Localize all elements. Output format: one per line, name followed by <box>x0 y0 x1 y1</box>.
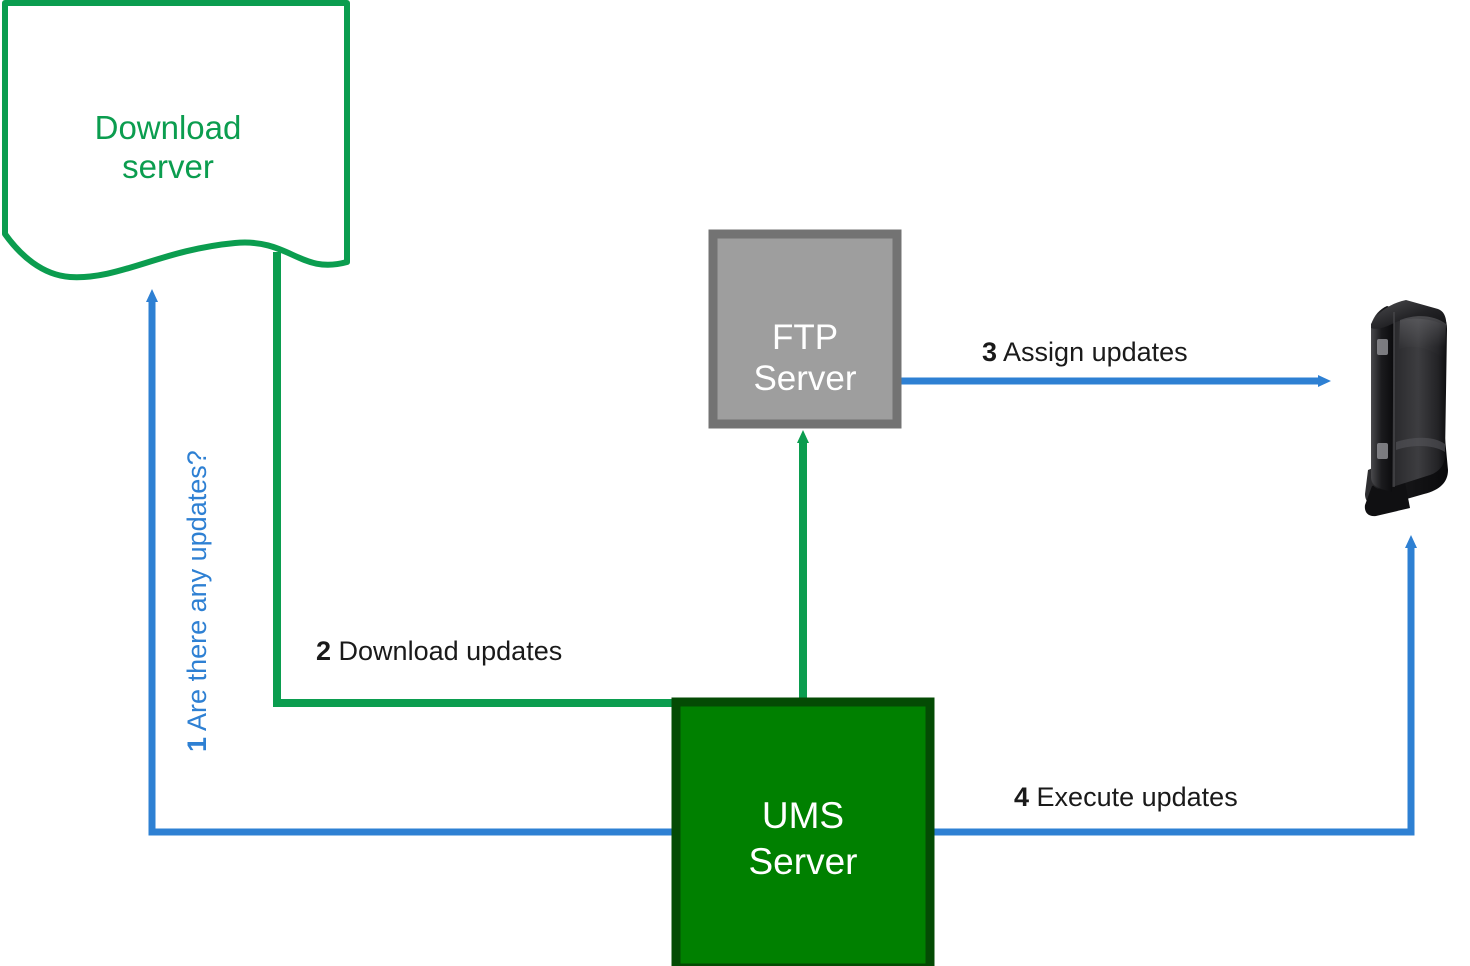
download-server-label-line2: server <box>122 148 214 185</box>
ftp-server-label-line2: Server <box>753 359 856 398</box>
flow-1-label: 1 Are there any updates? <box>182 450 212 752</box>
node-ums-server[interactable]: UMS Server <box>671 697 935 966</box>
flow-3-number: 3 <box>982 337 997 367</box>
flow-1-arrow <box>146 289 803 836</box>
flow-1-text: Are there any updates? <box>182 450 212 731</box>
flow-3-label-group: 3 Assign updates <box>982 337 1188 367</box>
ums-server-shape <box>671 697 935 966</box>
node-thin-client[interactable] <box>1364 300 1448 517</box>
ums-server-label-line1: UMS <box>762 795 844 836</box>
ums-server-label-line2: Server <box>749 841 858 882</box>
ftp-server-label-line1: FTP <box>772 318 838 357</box>
download-server-label-line1: Download <box>95 109 242 146</box>
flow-2-label-group: 2 Download updates <box>316 636 562 666</box>
flow-2-number: 2 <box>316 636 331 666</box>
flow-4-arrow <box>930 535 1417 836</box>
flow-4-label: 4 Execute updates <box>1014 782 1238 812</box>
flow-2-label: 2 Download updates <box>316 636 562 666</box>
flow-4-text: Execute updates <box>1037 782 1238 812</box>
flow-4-number: 4 <box>1014 782 1029 812</box>
ftp-server-shape <box>708 229 902 429</box>
flow-3-text: Assign updates <box>1003 337 1188 367</box>
node-ftp-server[interactable]: FTP Server <box>708 229 902 429</box>
flow-1-connector <box>146 289 803 836</box>
thin-client-device-icon <box>1364 300 1448 517</box>
flow-4-connector <box>930 535 1417 836</box>
flow-3-label: 3 Assign updates <box>982 337 1188 367</box>
flow-2-connector <box>273 252 676 707</box>
node-download-server[interactable]: Download server <box>2 0 350 281</box>
flow-4-label-group: 4 Execute updates <box>1014 782 1238 812</box>
flow-1-number: 1 <box>182 737 212 752</box>
download-server-shape <box>2 0 350 281</box>
flow-2-text: Download updates <box>339 636 563 666</box>
flow-2-arrow <box>273 252 676 707</box>
flow-1-label-group: 1 Are there any updates? <box>182 450 212 752</box>
